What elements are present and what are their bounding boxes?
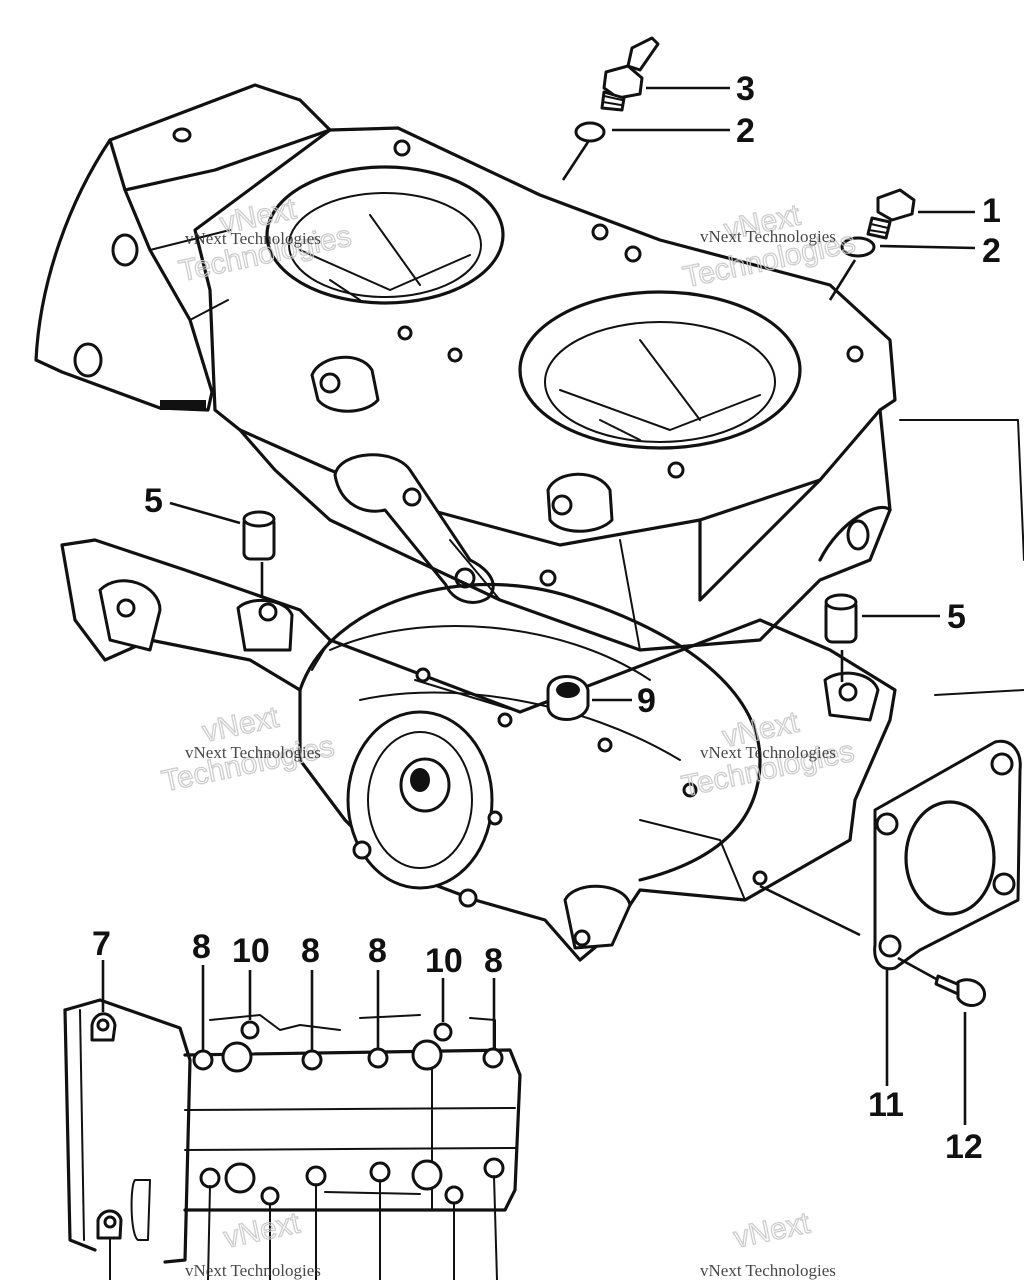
watermark-small: vNext Technologies (185, 743, 321, 762)
callout-5-left: 5 (144, 482, 163, 520)
part-3-nipple-fitting (600, 36, 660, 112)
inset-cylinder-block-view (63, 998, 522, 1280)
callout-8-c: 8 (368, 932, 387, 970)
watermark-small: vNext Technologies (700, 743, 836, 762)
callout-8-a: 8 (192, 928, 211, 966)
callout-9: 9 (637, 682, 656, 720)
callout-10-a: 10 (232, 932, 270, 970)
callout-numbers: 3 2 1 2 5 5 9 7 8 10 8 8 10 8 11 12 (92, 70, 1001, 1166)
part-9-bushing (546, 675, 590, 721)
part-5-dowel-pin-right (824, 593, 858, 644)
part-2-washer-upper (574, 121, 606, 143)
part-5-dowel-pin-left (242, 510, 276, 561)
watermark-small: vNext Technologies (700, 227, 836, 246)
upper-crankcase-half (34, 83, 1024, 652)
callout-8-d: 8 (484, 942, 503, 980)
callout-10-b: 10 (425, 942, 463, 980)
callout-7: 7 (92, 925, 111, 963)
callout-5-right: 5 (947, 598, 966, 636)
part-12-screw (934, 974, 987, 1007)
callout-3: 3 (736, 70, 755, 108)
part-1-drain-bolt (866, 188, 916, 240)
part-2-washer-right (840, 236, 876, 258)
callout-1: 1 (982, 192, 1001, 230)
watermark-small: vNext Technologies (185, 1261, 321, 1280)
part-11-cover-plate (873, 739, 1022, 971)
callout-8-b: 8 (301, 932, 320, 970)
watermark-line1: vNext (221, 1206, 304, 1254)
leader-lines (101, 86, 976, 1125)
callout-11: 11 (868, 1086, 904, 1124)
watermark-small: vNext Technologies (700, 1261, 836, 1280)
watermark-small: vNext Technologies (185, 229, 321, 248)
watermark-line1: vNext (731, 1206, 814, 1254)
callout-2-right: 2 (982, 232, 1001, 270)
callout-12: 12 (945, 1128, 983, 1166)
callout-2-upper: 2 (736, 112, 755, 150)
lower-crankcase-half (60, 538, 1024, 962)
